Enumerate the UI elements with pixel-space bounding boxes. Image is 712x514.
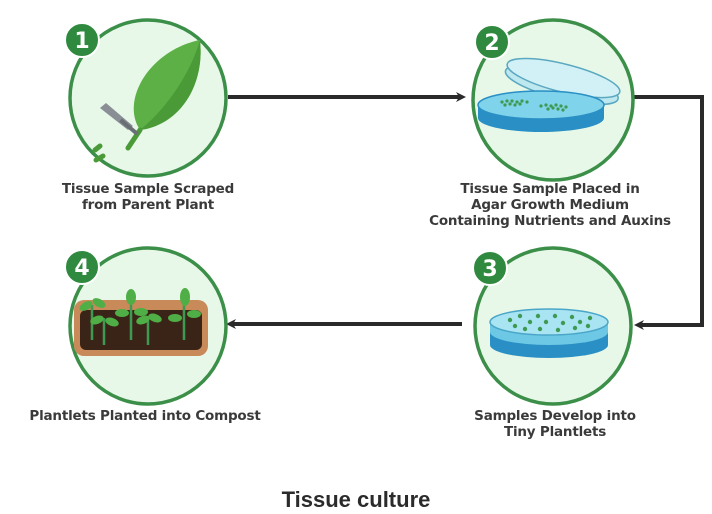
petri-dish-plantlets-icon [489,308,609,358]
step-1-label: Tissue Sample Scraped from Parent Plant [61,181,235,213]
step-number: 4 [74,256,89,281]
petri-dish-icon [477,57,621,132]
figure-caption: Tissue culture [281,487,431,512]
step-1: 1 [64,18,228,178]
step-number: 1 [74,29,89,54]
step-badge [472,250,508,286]
step-3-label: Samples Develop into Tiny Plantlets [474,408,636,440]
step-4: 4 [64,246,228,406]
step-number: 3 [482,257,497,282]
step-badge [64,22,100,58]
step-2: 2 [471,18,635,182]
step-4-label: Plantlets Planted into Compost [29,408,261,424]
step-number: 2 [484,31,499,56]
arrow-2-to-3 [632,95,704,330]
step-badge [64,249,100,285]
step-badge [474,24,510,60]
step-3: 3 [472,246,633,406]
leaf-cutting-icon [92,40,201,163]
seedling-tray-icon [74,288,208,356]
step-2-label: Tissue Sample Placed in Agar Growth Medi… [429,181,671,229]
